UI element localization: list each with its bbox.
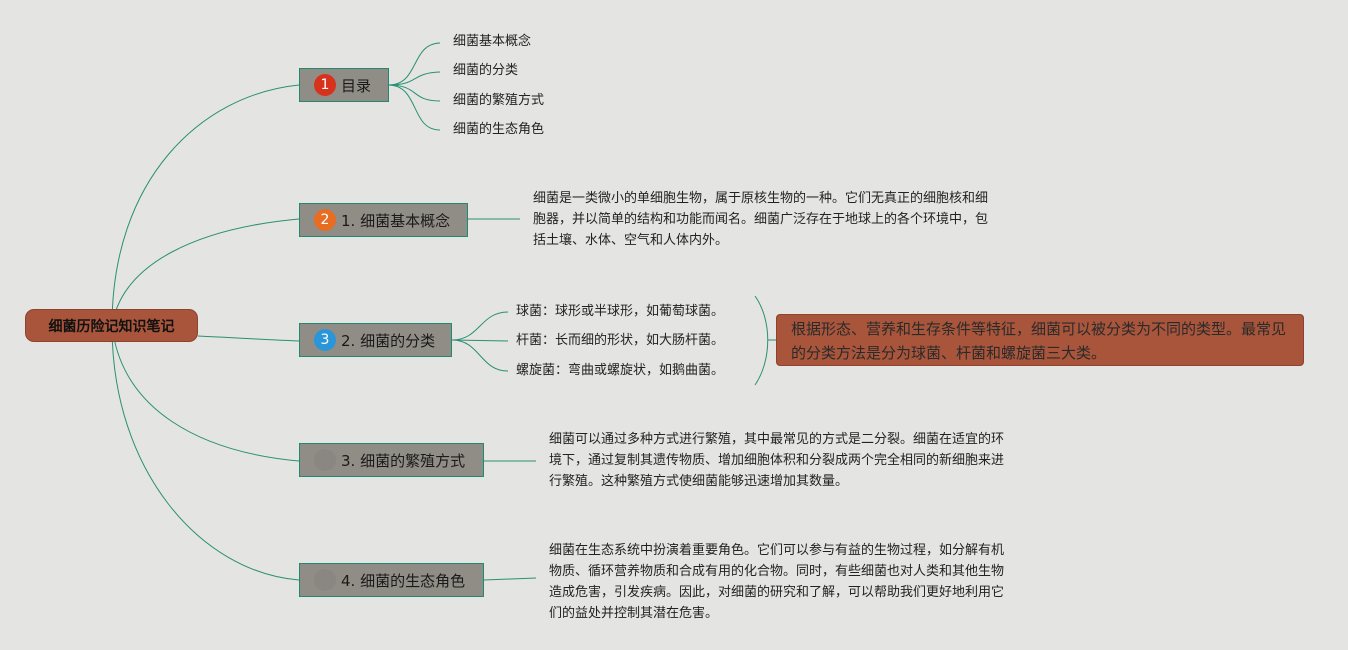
- basic-concept-text[interactable]: 细菌是一类微小的单细胞生物，属于原核生物的一种。它们无真正的细胞核和细 胞器，并…: [533, 188, 988, 251]
- number-badge: 1: [314, 74, 336, 96]
- branch-classification[interactable]: 3 2. 细菌的分类: [299, 323, 452, 357]
- branch-label: 4. 细菌的生态角色: [341, 571, 466, 590]
- root-topic[interactable]: 细菌历险记知识笔记: [25, 309, 198, 342]
- toc-item[interactable]: 细菌的繁殖方式: [453, 93, 545, 108]
- ecology-text[interactable]: 细菌在生态系统中扮演着重要角色。它们可以参与有益的生物过程，如分解有机 物质、循…: [549, 540, 1004, 624]
- toc-item[interactable]: 细菌的分类: [453, 63, 519, 78]
- text-line: 物质、循环营养物质和合成有用的化合物。同时，有些细菌也对人类和其他生物: [549, 564, 1005, 579]
- branch-toc[interactable]: 1 目录: [299, 68, 389, 102]
- classification-item[interactable]: 球菌：球形或半球形，如葡萄球菌。: [516, 304, 725, 319]
- text-line: 括土壤、水体、空气和人体内外。: [533, 233, 729, 248]
- text-line: 造成危害，引发疾病。因此，对细菌的研究和了解，可以帮助我们更好地利用它: [549, 585, 1005, 600]
- classification-summary[interactable]: 根据形态、营养和生存条件等特征，细菌可以被分类为不同的类型。最常见的分类方法是分…: [776, 314, 1304, 366]
- branch-label: 3. 细菌的繁殖方式: [341, 451, 466, 470]
- classification-item[interactable]: 杆菌：长而细的形状，如大肠杆菌。: [516, 333, 725, 348]
- branch-ecology[interactable]: 5 4. 细菌的生态角色: [299, 563, 484, 597]
- text-line: 细菌在生态系统中扮演着重要角色。它们可以参与有益的生物过程，如分解有机: [549, 543, 1005, 558]
- text-line: 行繁殖。这种繁殖方式使细菌能够迅速增加其数量。: [549, 474, 849, 489]
- branch-label: 1. 细菌基本概念: [341, 211, 451, 230]
- text-line: 胞器，并以简单的结构和功能而闻名。细菌广泛存在于地球上的各个环境中，包: [533, 212, 989, 227]
- number-badge: 4: [314, 449, 336, 471]
- root-topic-label: 细菌历险记知识笔记: [48, 318, 175, 335]
- branch-reproduction[interactable]: 4 3. 细菌的繁殖方式: [299, 443, 484, 477]
- number-badge: 2: [314, 209, 336, 231]
- toc-item[interactable]: 细菌基本概念: [453, 34, 532, 49]
- toc-item[interactable]: 细菌的生态角色: [453, 122, 545, 137]
- reproduction-text[interactable]: 细菌可以通过多种方式进行繁殖，其中最常见的方式是二分裂。细菌在适宜的环 境下，通…: [549, 429, 1004, 492]
- text-line: 细菌可以通过多种方式进行繁殖，其中最常见的方式是二分裂。细菌在适宜的环: [549, 432, 1005, 447]
- branch-label: 2. 细菌的分类: [341, 331, 436, 350]
- text-line: 细菌是一类微小的单细胞生物，属于原核生物的一种。它们无真正的细胞核和细: [533, 191, 989, 206]
- number-badge: 5: [314, 569, 336, 591]
- text-line: 们的益处并控制其潜在危害。: [549, 606, 719, 621]
- text-line: 境下，通过复制其遗传物质、增加细胞体积和分裂成两个完全相同的新细胞来进: [549, 453, 1005, 468]
- branch-basic-concept[interactable]: 2 1. 细菌基本概念: [299, 203, 468, 237]
- classification-item[interactable]: 螺旋菌：弯曲或螺旋状，如鹅曲菌。: [516, 363, 725, 378]
- branch-label: 目录: [341, 76, 372, 95]
- number-badge: 3: [314, 329, 336, 351]
